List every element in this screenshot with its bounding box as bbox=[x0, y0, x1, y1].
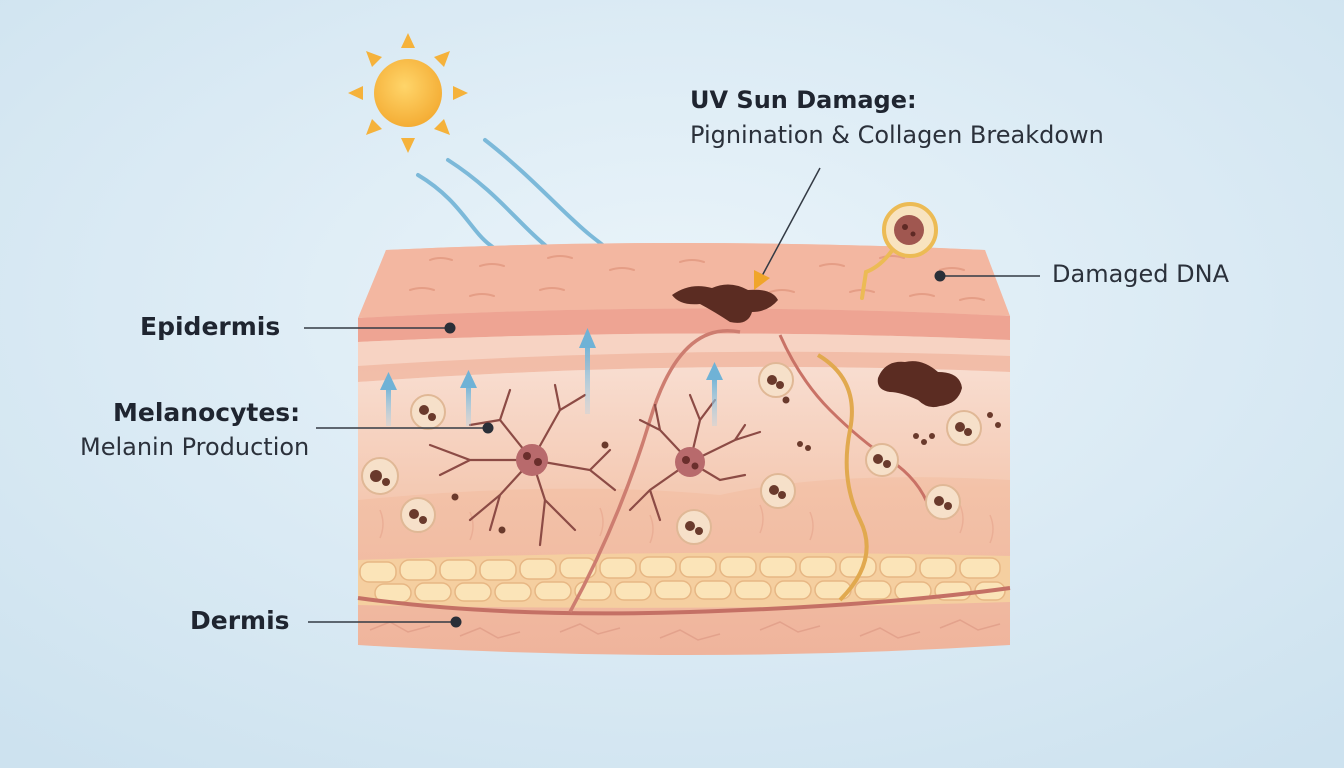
damaged-cell-icon bbox=[860, 202, 938, 300]
melanin-production-label: Melanin Production bbox=[80, 433, 310, 461]
arrowhead bbox=[754, 270, 770, 290]
melanocyte-nucleus bbox=[516, 444, 705, 477]
label-dots bbox=[444, 270, 946, 628]
sun-icon bbox=[348, 33, 468, 153]
melanocytes-label: Melanocytes: bbox=[113, 398, 301, 427]
blood-vessel bbox=[357, 586, 1011, 616]
dermis-label: Dermis bbox=[190, 606, 290, 635]
leader-lines bbox=[304, 167, 1040, 623]
pigment-cluster-icon bbox=[672, 284, 962, 408]
nerve-fiber bbox=[816, 353, 869, 602]
damaged-dna-label: Damaged DNA bbox=[1052, 260, 1229, 288]
epidermis-label: Epidermis bbox=[140, 312, 281, 341]
up-arrow-icon bbox=[380, 328, 723, 426]
pigment-granules bbox=[370, 375, 1001, 535]
uv-damage-title: UV Sun Damage: bbox=[690, 86, 917, 114]
uv-damage-subtitle: Pignination & Collagen Breakdown bbox=[690, 121, 1104, 149]
